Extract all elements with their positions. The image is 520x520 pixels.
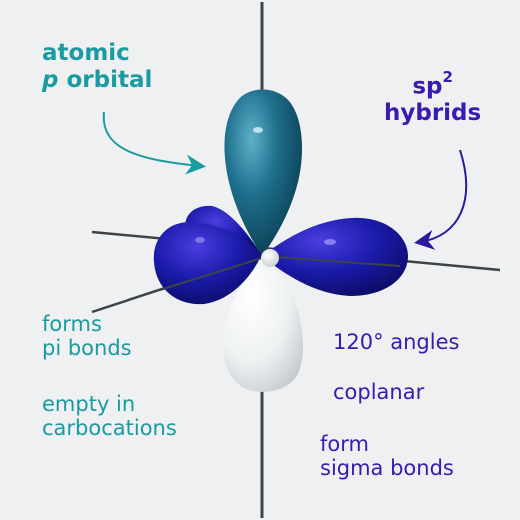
sp2-lobe-highlight [324,239,336,245]
carb-note-line1: empty in [42,392,136,416]
sigma-note-line1: form [320,432,369,456]
sigma-bonds-note: form sigma bonds [320,432,454,481]
diagonal-axis-front [159,257,263,291]
horizontal-axis-front [261,255,401,267]
angle-note: 120° angles [333,330,460,354]
sp2-superscript: 2 [442,68,453,86]
p-letter: p [42,66,59,93]
sp2-lobe-left-highlight [195,237,205,243]
sigma-note-line2: sigma bonds [320,456,454,481]
nucleus [261,249,279,267]
hybrids-word: hybrids [384,100,482,127]
curved-arrow-navy-icon [414,149,468,250]
coplanar-note: coplanar [333,380,425,404]
orbital-word: orbital [58,66,153,93]
atomic-label-line1: atomic [42,40,130,66]
curved-arrow-teal-icon [102,111,206,175]
p-orbital-upper-lobe [224,89,302,256]
atomic-p-orbital-label: atomic p orbital [42,40,152,93]
sp2-base: sp [412,73,443,100]
sp2-hybrids-label: sp2 hybrids [384,68,482,127]
p-orbital-lower-lobe [222,256,304,392]
sp2-lobe-right [262,217,408,296]
carb-note-line2: carbocations [42,416,177,441]
pi-bonds-note: forms pi bonds [42,312,132,361]
p-orbital-highlight [253,127,263,133]
pi-note-line2: pi bonds [42,336,132,361]
carbocation-note: empty in carbocations [42,392,177,441]
pi-note-line1: forms [42,312,102,336]
